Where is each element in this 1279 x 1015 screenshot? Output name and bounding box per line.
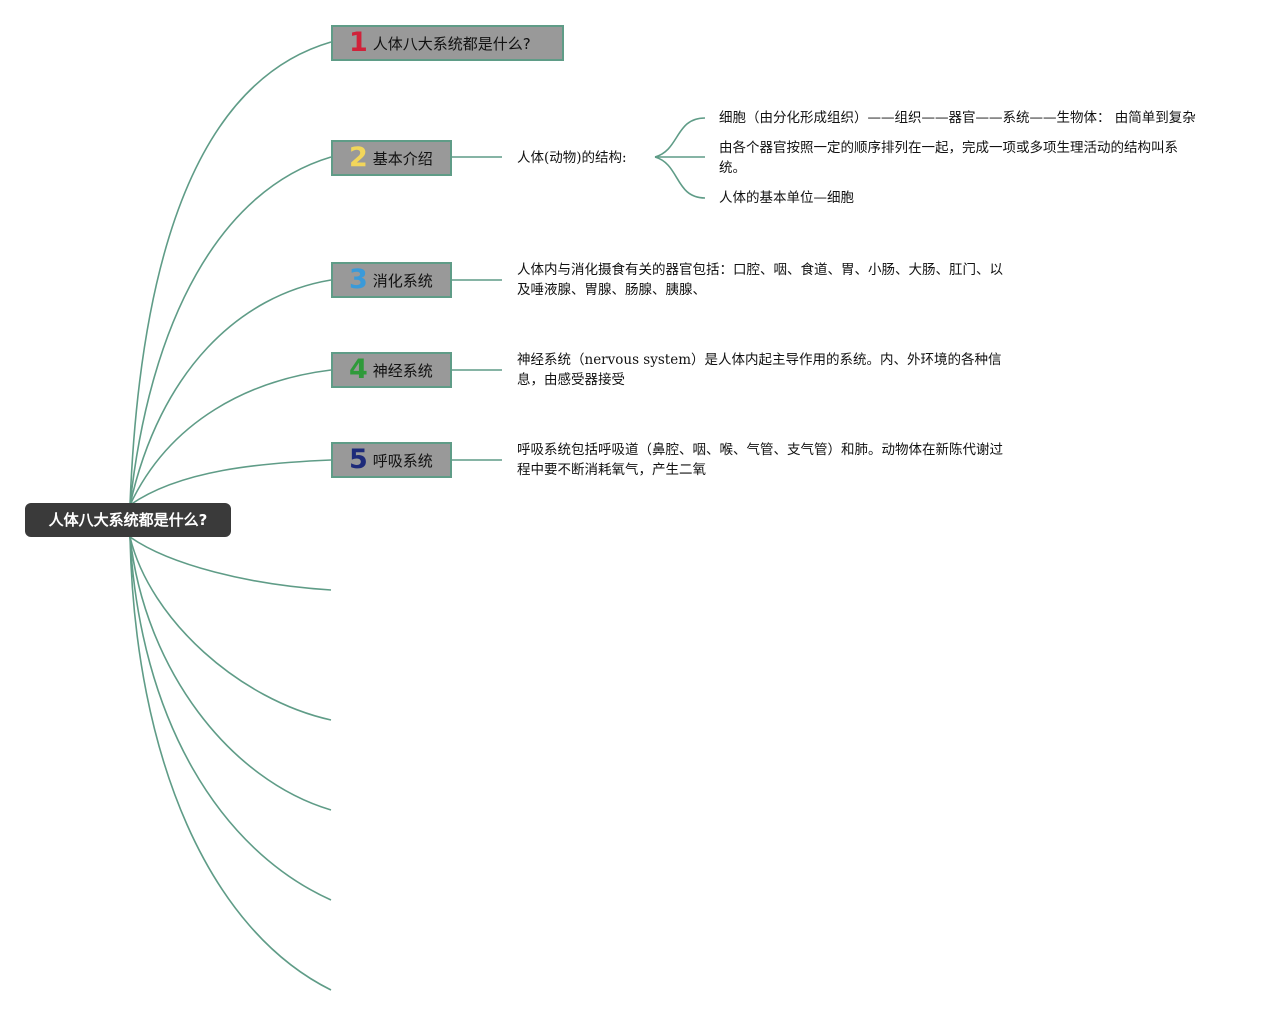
connector-root-topic-5 <box>129 459 332 506</box>
intro-child-2[interactable]: 由各个器官按照一定的顺序排列在一起，完成一项或多项生理活动的结构叫系统。 <box>719 140 1178 176</box>
topic-3[interactable]: 3 消化系统 <box>331 262 452 298</box>
connector-root-empty-2 <box>129 536 332 721</box>
digestive-text[interactable]: 人体内与消化摄食有关的器官包括：口腔、咽、食道、胃、小肠、大肠、肛门、以及唾液腺… <box>517 262 1003 298</box>
connector-intro-child-1 <box>654 117 706 158</box>
root-topic[interactable]: 人体八大系统都是什么? <box>25 503 231 537</box>
topic-number: 1 <box>349 27 368 58</box>
nervous-text[interactable]: 神经系统（nervous system）是人体内起主导作用的系统。内、外环境的各… <box>517 352 1002 388</box>
intro-child-1[interactable]: 细胞（由分化形成组织）——组织——器官——系统——生物体： 由简单到复杂 <box>719 110 1196 126</box>
topic-1[interactable]: 1 人体八大系统都是什么? <box>331 25 564 61</box>
connector-root-topic-2 <box>129 156 332 506</box>
connector-root-topic-4 <box>129 369 332 506</box>
topic-4[interactable]: 4 神经系统 <box>331 352 452 388</box>
connector-root-empty-4 <box>129 536 332 901</box>
topic-label: 神经系统 <box>372 361 433 380</box>
connector-root-topic-1 <box>129 41 332 506</box>
connector-root-empty-1 <box>129 536 332 591</box>
topic-number: 3 <box>349 264 368 295</box>
topic-label: 呼吸系统 <box>372 451 433 470</box>
intro-child-3[interactable]: 人体的基本单位—细胞 <box>719 190 854 206</box>
topic-number: 4 <box>349 354 368 385</box>
topic-label: 人体八大系统都是什么? <box>372 34 531 53</box>
connector-root-empty-3 <box>129 536 332 811</box>
intro-structure-label[interactable]: 人体(动物)的结构: <box>517 150 627 166</box>
topic-number: 2 <box>349 142 368 173</box>
topic-2[interactable]: 2 基本介绍 <box>331 140 452 176</box>
connector-root-empty-5 <box>129 536 332 991</box>
topic-label: 基本介绍 <box>372 149 433 168</box>
topic-label: 消化系统 <box>372 271 433 290</box>
topic-5[interactable]: 5 呼吸系统 <box>331 442 452 478</box>
connector-intro-child-3 <box>654 156 706 199</box>
connector-root-topic-3 <box>129 279 332 506</box>
topic-number: 5 <box>349 444 368 475</box>
respiratory-text[interactable]: 呼吸系统包括呼吸道（鼻腔、咽、喉、气管、支气管）和肺。动物体在新陈代谢过程中要不… <box>517 442 1003 478</box>
